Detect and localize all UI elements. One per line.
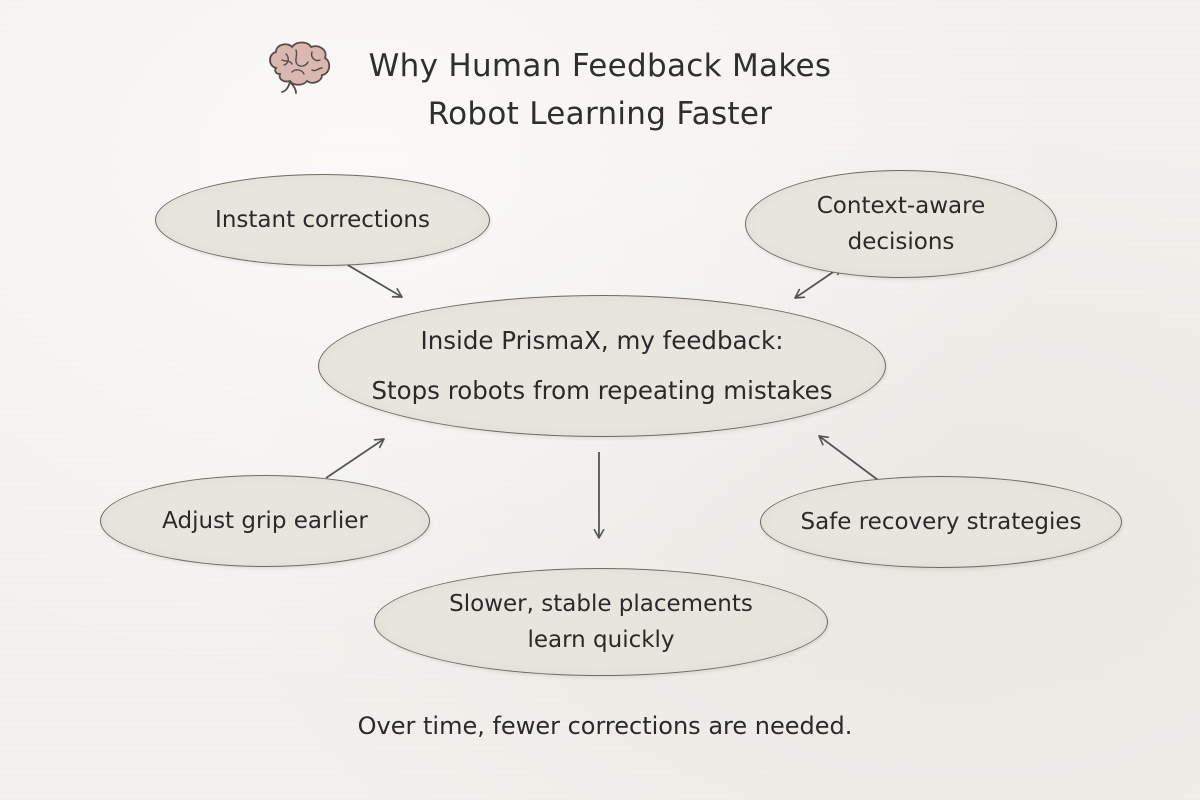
brain-icon	[269, 41, 331, 94]
node-label: Instant corrections	[215, 207, 430, 233]
arrow-instant-to-center	[345, 263, 403, 298]
title-line-1: Why Human Feedback Makes	[368, 48, 832, 84]
page-title: Why Human Feedback Makes Robot Learning …	[340, 42, 860, 138]
footer-caption: Over time, fewer corrections are needed.	[357, 712, 853, 740]
node-instant-corrections: Instant corrections	[155, 174, 490, 266]
node-adjust-grip-earlier: Adjust grip earlier	[100, 475, 430, 567]
node-label-line-2: decisions	[847, 229, 955, 255]
node-label-line-2: Stops robots from repeating mistakes	[371, 376, 833, 405]
node-label-line-1: Context-aware	[816, 193, 986, 219]
node-center-prismax-feedback: Inside PrismaX, my feedback: Stops robot…	[318, 295, 886, 437]
arrow-safe-to-center	[818, 435, 879, 481]
node-safe-recovery-strategies: Safe recovery strategies	[760, 476, 1122, 568]
node-label-line-2: learn quickly	[527, 627, 675, 653]
node-label: Adjust grip earlier	[162, 508, 368, 534]
node-label: Safe recovery strategies	[800, 509, 1082, 535]
node-slower-stable-placements: Slower, stable placements learn quickly	[374, 568, 828, 676]
node-label-line-1: Inside PrismaX, my feedback:	[420, 326, 784, 355]
arrow-grip-to-center	[325, 438, 385, 479]
title-line-2: Robot Learning Faster	[427, 96, 773, 132]
node-context-aware-decisions: Context-aware decisions	[745, 170, 1057, 278]
node-label-line-1: Slower, stable placements	[449, 591, 753, 617]
